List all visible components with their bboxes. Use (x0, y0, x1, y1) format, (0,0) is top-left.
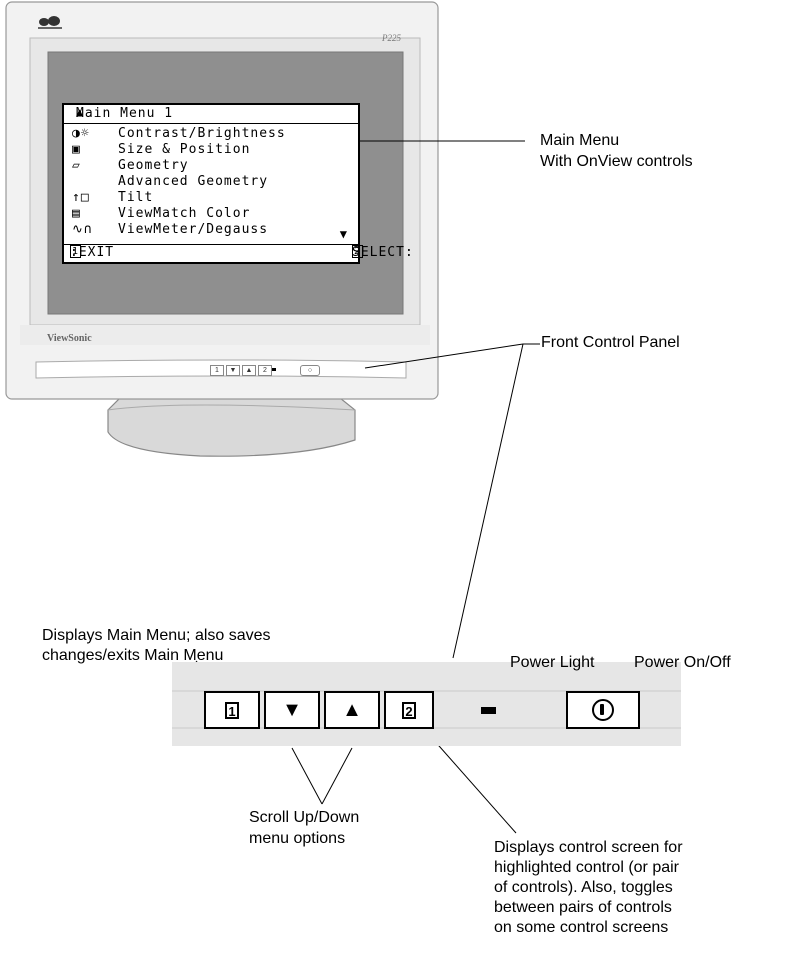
label-displays-main-menu-1: Displays Main Menu; also saves (42, 627, 271, 644)
osd-item-size-position[interactable]: Size & Position (118, 142, 251, 157)
button-2[interactable]: 2 (384, 691, 434, 729)
button-1-label: 1 (225, 701, 239, 719)
osd-title: Main Menu 1 (76, 106, 174, 121)
label-displays-main-menu-2: changes/exits Main Menu (42, 647, 224, 664)
osd-footer: 1:EXIT SELECT:2 (64, 244, 413, 262)
label-scroll-1: Scroll Up/Down (249, 809, 360, 826)
osd-exit-text: :EXIT (70, 245, 115, 260)
viewsonic-logo-icon (36, 13, 64, 31)
label-scroll-2: menu options (249, 830, 346, 847)
small-power-button[interactable]: ○ (300, 365, 320, 376)
label-control-screen-3: of controls). Also, toggles (494, 879, 673, 896)
label-control-screen-5: on some control screens (494, 919, 669, 936)
up-arrow-icon: ▲ (342, 699, 362, 721)
power-button[interactable] (566, 691, 640, 729)
label-power-on-off: Power On/Off (634, 654, 731, 671)
label-control-screen-1: Displays control screen for (494, 839, 683, 856)
viewmeter-degauss-icon: ∿∩ (72, 222, 93, 237)
color-icon: ▤ (72, 206, 81, 221)
size-position-icon: ▣ (72, 142, 81, 157)
osd-item-viewmatch-color[interactable]: ViewMatch Color (118, 206, 251, 221)
button-up[interactable]: ▲ (324, 691, 380, 729)
label-power-light: Power Light (510, 654, 595, 671)
osd-select-text: SELECT: (352, 245, 414, 260)
osd-item-advanced-geometry[interactable]: Advanced Geometry (118, 174, 269, 189)
tilt-icon: ↑□ (72, 190, 90, 205)
small-power-light (270, 368, 276, 371)
osd-item-viewmeter-degauss[interactable]: ViewMeter/Degauss (118, 222, 269, 237)
power-icon (592, 699, 614, 721)
osd-exit-key: 1 (70, 245, 82, 258)
button-1[interactable]: 1 (204, 691, 260, 729)
osd-down-arrow-icon: ▼ (339, 227, 348, 241)
label-onview-controls: With OnView controls (540, 153, 693, 170)
label-control-screen-2: highlighted control (or pair (494, 859, 679, 876)
monitor-model: P225 (382, 33, 401, 43)
osd-item-geometry[interactable]: Geometry (118, 158, 189, 173)
label-front-control-panel: Front Control Panel (541, 334, 680, 351)
osd-main-menu: Main Menu 1 ▲ ◑☼ Contrast/Brightness ▣ S… (62, 103, 413, 264)
label-control-screen-4: between pairs of controls (494, 899, 672, 916)
button-2-label: 2 (402, 701, 416, 719)
small-button-down[interactable]: ▼ (226, 365, 240, 376)
small-button-1[interactable]: 1 (210, 365, 224, 376)
monitor-brand: ViewSonic (47, 333, 92, 344)
small-button-2[interactable]: 2 (258, 365, 272, 376)
power-light (481, 707, 496, 714)
osd-select-key: 2 (352, 245, 364, 258)
geometry-icon: ▱ (72, 158, 81, 173)
small-button-up[interactable]: ▲ (242, 365, 256, 376)
button-down[interactable]: ▼ (264, 691, 320, 729)
label-main-menu: Main Menu (540, 132, 620, 149)
contrast-brightness-icon: ◑☼ (72, 126, 90, 141)
osd-item-tilt[interactable]: Tilt (118, 190, 154, 205)
osd-item-contrast-brightness[interactable]: Contrast/Brightness (118, 126, 286, 141)
osd-title-bar: Main Menu 1 ▲ (64, 105, 358, 124)
osd-up-arrow-icon: ▲ (76, 105, 85, 119)
down-arrow-icon: ▼ (282, 699, 302, 721)
